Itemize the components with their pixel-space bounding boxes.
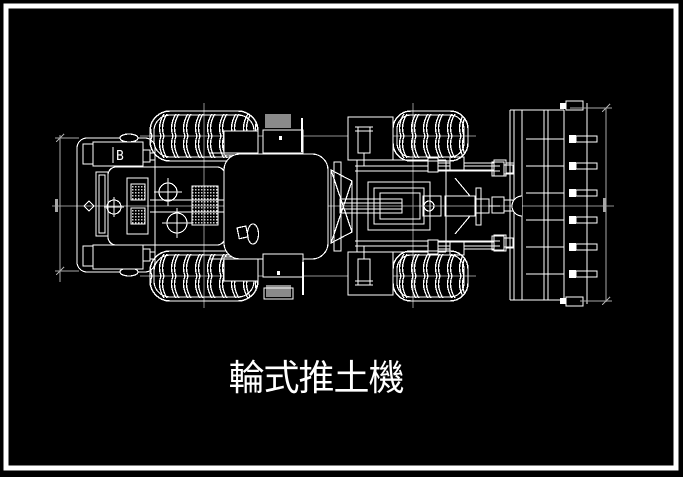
blade-teeth (560, 100, 598, 307)
blade (491, 100, 598, 307)
articulation-joint (330, 161, 353, 252)
cab (223, 153, 329, 260)
rear-fender-top (82, 141, 156, 167)
front-arch-top (347, 116, 394, 166)
filler-cap-symbol (154, 178, 182, 206)
right-dimension (570, 103, 612, 306)
operator-seat (236, 223, 260, 245)
blade-arm-clamp (491, 161, 514, 251)
front-tire-bottom (392, 250, 469, 302)
part-label-b: B (116, 149, 124, 164)
filler-cap-symbol (104, 197, 124, 217)
left-dimension (55, 133, 79, 282)
rear-body (76, 133, 226, 277)
tilt-cylinder (444, 195, 500, 217)
front-tire-top (392, 110, 469, 162)
engine-vent-hatch (130, 207, 146, 225)
centerline-diamond (83, 200, 95, 212)
engine-grille (191, 185, 219, 226)
drawing-frame (3, 3, 679, 471)
top-platform (262, 114, 304, 154)
engine-vent-hatch (130, 183, 146, 201)
centerlines (52, 103, 614, 308)
front-arch-bottom (347, 246, 394, 296)
blade-pivot-boss (511, 195, 523, 217)
bottom-platform (262, 253, 304, 300)
drawing-title: 輪式推土機 (228, 358, 403, 399)
filler-cap-symbol (162, 208, 192, 238)
rear-fender-bottom (82, 244, 156, 270)
